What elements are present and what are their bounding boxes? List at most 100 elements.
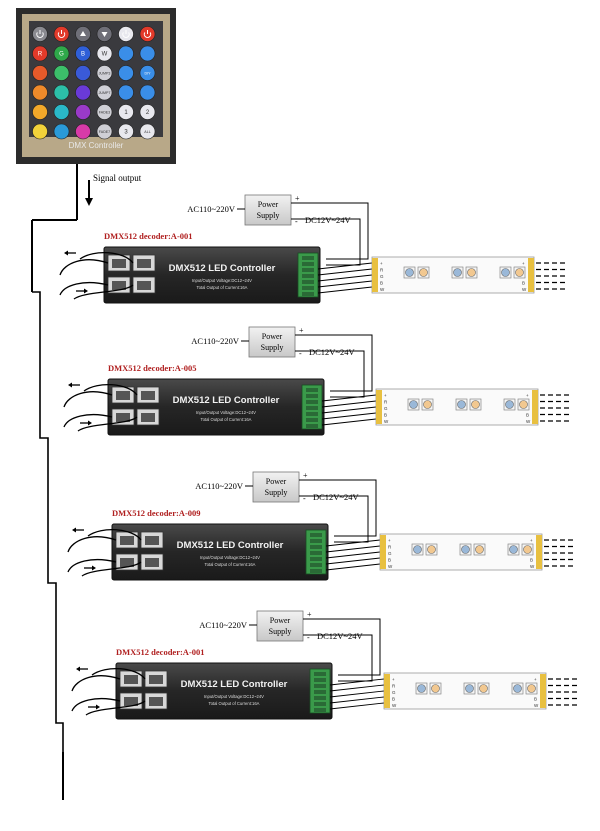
panel-button: R [32,45,48,62]
dc-minus-label: - [303,494,306,503]
strip-wire [329,678,385,686]
led-strip: ++RRGGBBWW [371,256,568,294]
ac-input-label: AC110~220V [199,620,248,630]
rj45-port-opening [116,413,130,422]
controller-spec: Total Output of Current:16A [201,417,252,422]
signal-cable [63,413,113,428]
signal-cable [73,284,134,300]
panel-button [118,45,134,62]
strip-wire [317,268,373,276]
rgb-led-lens [461,545,470,554]
signal-cable [71,675,121,692]
white-led-lens [519,400,528,409]
panel-button [118,26,134,42]
white-led-lens [419,268,428,277]
rj45-port-opening [149,697,163,706]
signal-cable [67,558,117,573]
controller-title: DMX512 LED Controller [173,395,280,406]
panel-button-label: DIY [145,71,152,75]
panel-button-label: B [81,52,85,58]
signal-output-label: Signal output [93,173,142,183]
strip-pin-label: W [380,287,385,292]
led-strip: ++RRGGBBWW [375,388,572,426]
rj45-port-opening [137,259,151,268]
terminal-screw [310,563,322,567]
panel-button [75,84,91,101]
panel-button-label: JUMP3 [99,71,111,75]
terminal-screw [310,545,322,549]
led-strip: ++RRGGBBWW [383,672,580,710]
strip-pin-label: W [534,703,539,708]
panel-button-circle [53,123,70,140]
rj45-port-opening [120,536,134,545]
signal-cabling [67,527,142,577]
panel-button-label: W [102,52,108,58]
strip-pin-label: + [388,538,391,543]
rj45-port-opening [124,675,138,684]
panel-button: G [53,45,70,62]
white-led-lens [475,545,484,554]
strip-pin-label: + [392,677,395,682]
signal-in-arrow-head [68,382,72,388]
rj45-port-opening [124,697,138,706]
white-led-lens [523,545,532,554]
dc-plus-label: + [303,471,308,480]
strip-pin-label: W [392,703,397,708]
panel-button: 2 [139,104,156,120]
white-led-lens [471,400,480,409]
power-supply-label: Supply [265,488,288,497]
rj45-port-opening [120,558,134,567]
power-supply-box [252,471,300,503]
strip-wire [325,563,381,571]
strip-wire [321,418,377,426]
panel-button [53,26,70,42]
panel-button-circle [139,104,156,120]
white-led-lens [431,684,440,693]
dc-plus-label: + [307,610,312,619]
dc-negative-wire [295,350,365,398]
power-supply-label: Power [262,332,283,341]
panel-button [139,26,156,42]
terminal-screw [314,696,326,700]
panel-button-circle [139,123,156,140]
strip-pin-label: B [526,413,529,418]
panel-button-circle [32,65,48,81]
strip-pin-label: + [384,393,387,398]
strip-wire [329,696,385,704]
strip-pin-label: + [380,261,383,266]
power-supply-label: Power [270,616,291,625]
dc-positive-wire [299,479,377,537]
panel-button-circle [75,45,91,62]
terminal-screw [314,678,326,682]
dc-output-label: DC12V~24V [313,492,360,502]
power-supply-label: Supply [257,211,280,220]
panel-button-circle [32,45,48,62]
white-led-lens [423,400,432,409]
strip-pin-label: R [380,268,384,273]
dc-output-label: DC12V~24V [305,215,352,225]
panel-button-label: FADE3 [99,110,110,114]
panel-button [96,26,113,42]
strip-wire [317,274,373,282]
panel-button [32,123,48,140]
signal-arrow-head [85,198,93,206]
power-icon-arc [57,32,66,38]
panel-button-label: R [38,52,43,58]
signal-cable [63,391,113,408]
terminal-screw [314,684,326,688]
arrow-up-icon [80,31,86,36]
rgb-led-lens [453,268,462,277]
power-supply-box [244,194,292,226]
strip-pin-label: G [392,690,396,695]
signal-cable [71,697,121,712]
rj45-port-opening [112,259,126,268]
panel-button-circle [118,65,134,81]
white-led-lens [479,684,488,693]
panel-button [53,84,70,101]
strip-solder-pad [380,535,386,569]
panel-button [32,84,48,101]
strip-solder-pad [372,258,378,292]
